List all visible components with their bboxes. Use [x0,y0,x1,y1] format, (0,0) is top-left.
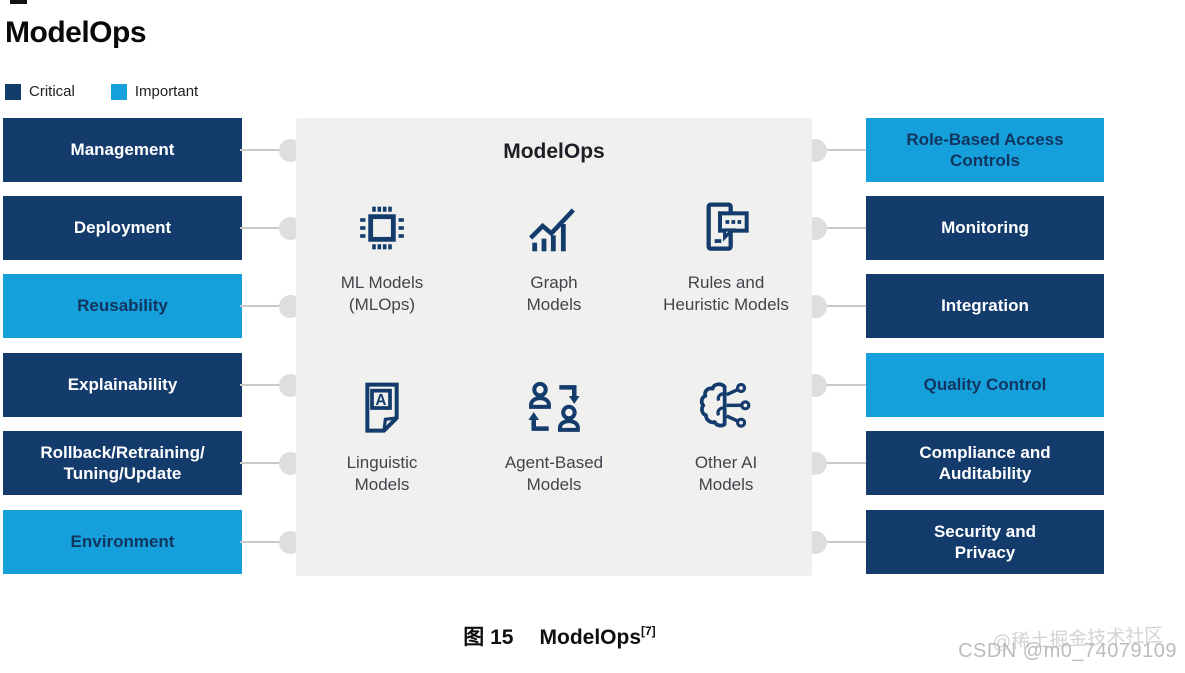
connector-line [240,540,294,544]
model-label: Other AI Models [694,453,758,495]
left-box-explainability: Explainability [3,353,242,417]
right-box-security-privacy: Security and Privacy [866,510,1104,574]
connector-line [810,383,868,387]
model-linguistic: A Linguistic Models [296,376,468,496]
crop-artifact [10,0,27,4]
model-other-ai: Other AI Models [640,376,812,496]
connector-line [240,461,294,465]
legend-label: Important [134,83,199,100]
right-box-role-based-access: Role-Based Access Controls [866,118,1104,182]
connector-line [810,304,868,308]
center-panel: ModelOps ML Models (MLOp [296,118,812,576]
document-a-icon: A [365,382,399,433]
phone-chat-icon [706,202,749,251]
caption-reference: [7] [641,624,656,638]
connector-line [240,148,294,152]
left-box-environment: Environment [3,510,242,574]
left-box-rollback: Rollback/Retraining/ Tuning/Update [3,431,242,495]
connector-line [240,226,294,230]
model-graph: Graph Models [468,196,640,316]
model-label: Agent-Based Models [504,453,604,495]
model-label: ML Models (MLOps) [340,273,424,315]
left-box-deployment: Deployment [3,196,242,260]
legend-item-critical: Critical [5,83,75,100]
model-grid: ML Models (MLOps) Graph Models [296,196,812,496]
right-box-monitoring: Monitoring [866,196,1104,260]
right-box-quality-control: Quality Control [866,353,1104,417]
model-ml: ML Models (MLOps) [296,196,468,316]
center-panel-title: ModelOps [503,140,605,163]
legend: Critical Important [5,83,198,100]
model-agent: Agent-Based Models [468,376,640,496]
page-title: ModelOps [5,16,147,49]
brain-circuit-icon [699,382,751,428]
right-box-compliance: Compliance and Auditability [866,431,1104,495]
agents-exchange-icon [528,382,580,433]
connector-line [240,304,294,308]
svg-text:A: A [375,392,386,409]
model-label: Linguistic Models [346,453,418,495]
connector-line [810,461,868,465]
connector-line [810,226,868,230]
critical-swatch [5,83,21,100]
graph-chart-icon [529,208,575,252]
legend-label: Critical [29,83,75,100]
model-label: Graph Models [526,273,582,315]
connector-line [810,148,868,152]
chip-icon [360,206,404,250]
model-label: Rules and Heuristic Models [663,273,789,315]
legend-item-important: Important [110,83,199,100]
caption-title: ModelOps [539,626,642,649]
important-swatch [110,83,127,100]
figure-caption: 图 15 ModelOps[7] [0,621,1152,651]
watermark-csdn: CSDN @m0_74079109 [958,640,1177,662]
model-rules: Rules and Heuristic Models [640,196,812,316]
left-box-management: Management [3,118,242,182]
connector-line [810,540,868,544]
connector-line [240,383,294,387]
left-box-reusability: Reusability [3,274,242,338]
caption-figure-number: 图 15 [463,626,514,649]
right-box-integration: Integration [866,274,1104,338]
